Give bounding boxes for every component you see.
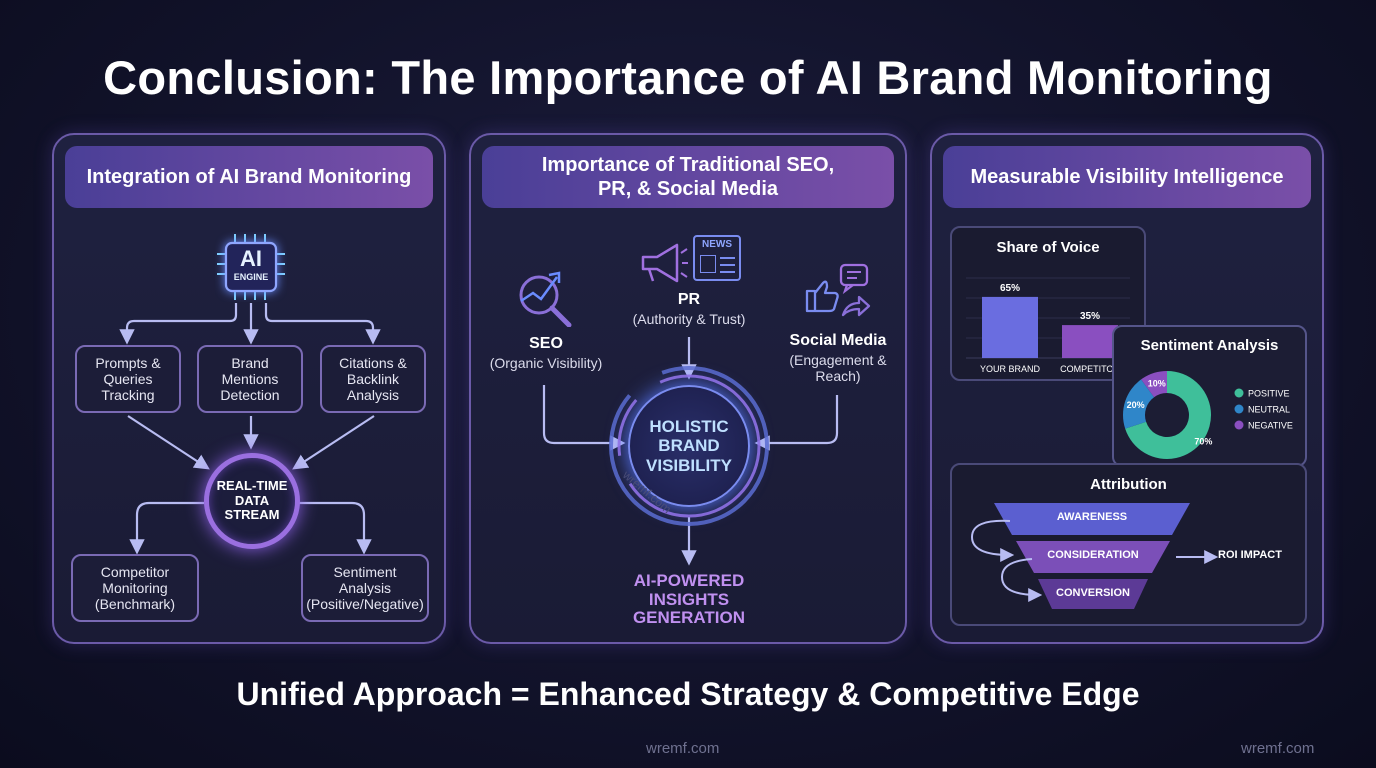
- panel-header: Integration of AI Brand Monitoring: [65, 146, 433, 208]
- donut-value-label: 10%: [1148, 379, 1166, 389]
- donut-slice-neutral: [1123, 379, 1155, 429]
- legend-label: NEUTRAL: [1248, 405, 1290, 415]
- donut-slice-positive: [1125, 371, 1211, 459]
- bar-value-label: 35%: [1080, 311, 1100, 322]
- social-media-icon: [805, 263, 871, 317]
- panel1-connectors: [119, 303, 381, 555]
- holistic-ring: [609, 366, 769, 526]
- sentiment-title: Sentiment Analysis: [1140, 337, 1279, 354]
- bar-value-label: 65%: [1000, 283, 1020, 294]
- share-of-voice-chart: 65% YOUR BRAND 35% COMPETITOR: [966, 277, 1130, 374]
- holistic-brand-visibility: HOLISTIC BRAND VISIBILITY: [628, 385, 750, 507]
- sentiment-donut-chart: 70% 20% 10% POSITIVE NEUTRAL NEGATIVE: [1123, 371, 1293, 459]
- panel-header: Measurable Visibility Intelligence: [943, 146, 1311, 208]
- bar-your-brand: [982, 296, 1038, 358]
- bar-competitor: [1062, 325, 1118, 358]
- megaphone-icon: [641, 243, 688, 283]
- chip-main-label: AI: [240, 246, 262, 271]
- watermark-right: wremf.com: [1241, 740, 1315, 757]
- legend-label: POSITIVE: [1248, 389, 1290, 399]
- legend-swatch: [1234, 404, 1244, 414]
- social-subtitle: (Engagement & Reach): [789, 352, 887, 385]
- output-sentiment-analysis: Sentiment Analysis (Positive/Negative): [301, 554, 429, 622]
- funnel-stage-consideration-shape: [1016, 541, 1170, 573]
- news-label: NEWS: [702, 239, 732, 250]
- social-title: Social Media: [789, 332, 887, 349]
- watermark-center: wremf.com: [646, 740, 720, 757]
- attribution-funnel-graphic: [970, 503, 1219, 609]
- legend-swatch: [1234, 388, 1244, 398]
- module-brand-mentions: Brand Mentions Detection: [197, 345, 303, 413]
- donut-hole: [1146, 394, 1188, 436]
- tagline: Unified Approach = Enhanced Strategy & C…: [236, 676, 1140, 712]
- chip-sub-label: ENGINE: [233, 272, 269, 282]
- donut-slice-negative: [1141, 371, 1167, 398]
- bar-category-label: COMPETITOR: [1060, 364, 1120, 374]
- module-citations-backlinks: Citations & Backlink Analysis: [320, 345, 426, 413]
- panel-ai-integration: Integration of AI Brand Monitoring: [52, 133, 446, 644]
- funnel-stage-consideration: CONSIDERATION: [1047, 549, 1139, 561]
- seo-title: SEO: [529, 335, 563, 352]
- pr-title: PR: [677, 291, 701, 308]
- seo-subtitle: (Organic Visibility): [489, 355, 603, 371]
- funnel-stage-conversion: CONVERSION: [1056, 587, 1130, 599]
- module-prompts-tracking: Prompts & Queries Tracking: [75, 345, 181, 413]
- share-of-voice-title: Share of Voice: [996, 239, 1100, 256]
- cpu-chip-icon: AI ENGINE: [215, 232, 287, 302]
- ai-insights-generation: AI-POWERED INSIGHTS GENERATION: [632, 571, 746, 628]
- legend-swatch: [1234, 420, 1244, 430]
- donut-value-label: 20%: [1127, 400, 1145, 410]
- pr-subtitle: (Authority & Trust): [632, 311, 746, 327]
- realtime-data-stream: REAL-TIME DATA STREAM: [204, 453, 300, 549]
- panel-header: Importance of Traditional SEO, PR, & Soc…: [482, 146, 894, 208]
- page-title: Conclusion: The Importance of AI Brand M…: [103, 51, 1273, 104]
- newspaper-icon: NEWS: [693, 235, 741, 281]
- attribution-card: Attribution AWARENESS CONSIDERATION CONV…: [950, 463, 1307, 626]
- seo-magnifier-icon: [519, 271, 572, 327]
- panel-visibility-intelligence: Measurable Visibility Intelligence Share…: [930, 133, 1324, 644]
- roi-impact-label: ROI IMPACT: [1218, 549, 1282, 561]
- funnel-stage-conversion-shape: [1038, 579, 1148, 609]
- funnel-stage-awareness-shape: [994, 503, 1190, 535]
- attribution-title: Attribution: [1090, 476, 1167, 493]
- panel-traditional-channels: Importance of Traditional SEO, PR, & Soc…: [469, 133, 907, 644]
- sentiment-analysis-card: Sentiment Analysis 70% 20% 10% POSITIVE NEUT…: [1112, 325, 1307, 467]
- bar-category-label: YOUR BRAND: [980, 364, 1041, 374]
- funnel-stage-awareness: AWARENESS: [1056, 511, 1128, 523]
- legend-label: NEGATIVE: [1248, 421, 1293, 431]
- output-competitor-monitoring: Competitor Monitoring (Benchmark): [71, 554, 199, 622]
- donut-value-label: 70%: [1194, 436, 1212, 446]
